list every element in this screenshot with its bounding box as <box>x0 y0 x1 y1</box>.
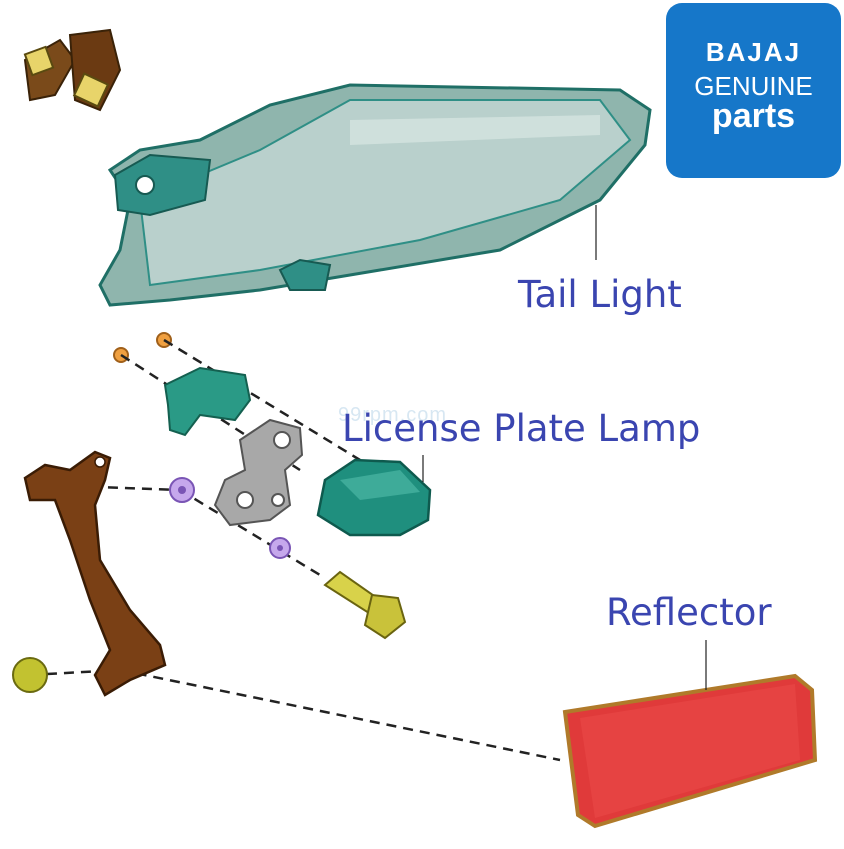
license-plate-lamp-label: License Plate Lamp <box>342 407 701 450</box>
tail-light-label: Tail Light <box>518 273 682 316</box>
logo-line2: GENUINE <box>694 71 813 101</box>
reflector-part <box>562 673 818 829</box>
brown-bracket-part <box>23 450 167 697</box>
lamp-housing-part <box>163 366 252 437</box>
tail-light-part <box>98 83 652 307</box>
logo-line3: parts <box>711 97 796 135</box>
watermark: 99rpm.com <box>338 404 448 426</box>
reflector-label: Reflector <box>606 591 772 634</box>
clip-parts <box>23 28 122 112</box>
mounting-nuts <box>169 477 291 559</box>
license-plate-lamp-part <box>316 458 432 537</box>
mounting-bolt <box>323 570 407 640</box>
bajaj-logo: BAJAJ GENUINE parts <box>666 3 841 178</box>
lamp-screws <box>113 332 172 363</box>
assembly-lines <box>29 338 561 762</box>
metal-bracket-part <box>213 418 304 527</box>
logo-brand: BAJAJ <box>705 37 802 67</box>
washer-part <box>12 657 48 693</box>
